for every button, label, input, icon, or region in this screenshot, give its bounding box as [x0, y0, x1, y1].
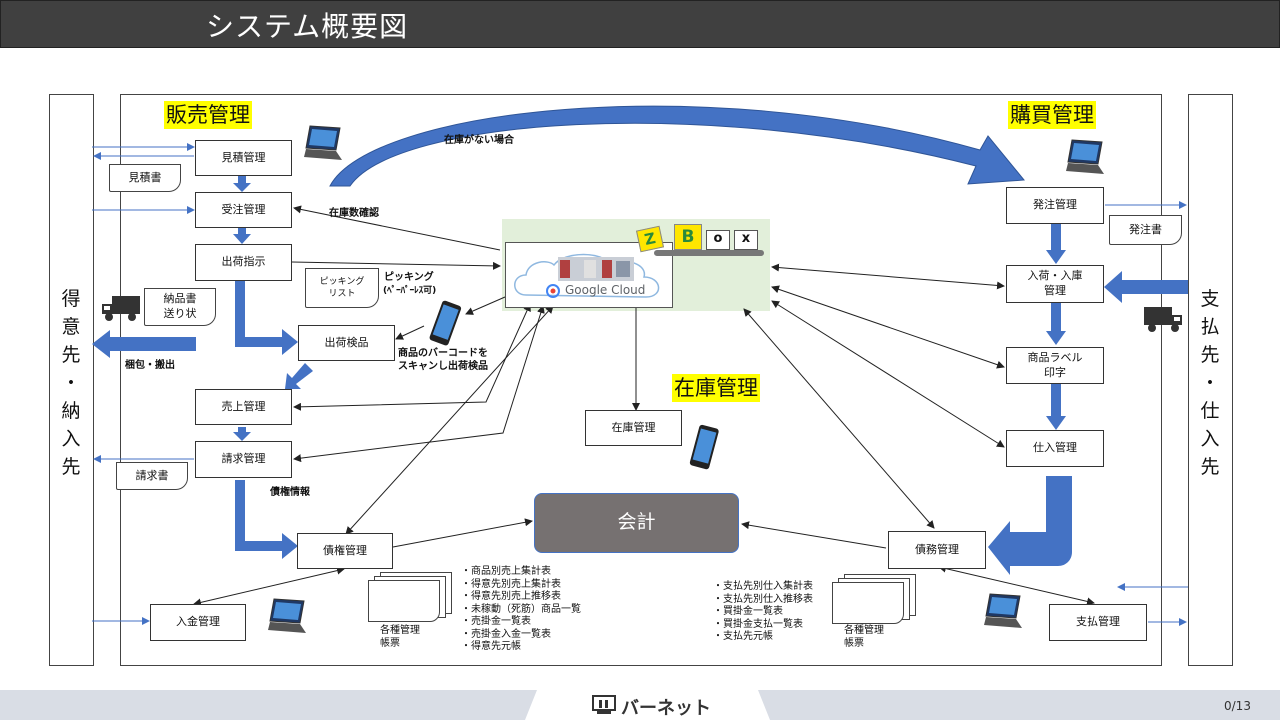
laptop-icon: [268, 598, 306, 633]
purchase-heading: 購買管理: [1008, 101, 1096, 129]
smartphone-icon: [689, 424, 719, 470]
no-stock-curve-arrow: [329, 105, 1025, 187]
reports-right-label: 各種管理 帳票: [844, 625, 884, 649]
payment-out-box[interactable]: 支払管理: [1049, 604, 1147, 641]
inventory-heading: 在庫管理: [672, 374, 760, 402]
truck-icon: [1144, 307, 1182, 332]
invoice-doc: 請求書: [116, 462, 188, 490]
quote-doc: 見積書: [109, 164, 181, 192]
billing-box[interactable]: 請求管理: [195, 441, 292, 478]
delivery-doc: 納品書 送り状: [144, 288, 216, 326]
page-title: システム概要図: [206, 10, 409, 43]
picking-label: ピッキング: [384, 272, 434, 283]
sales-heading: 販売管理: [164, 101, 252, 129]
report-stack-left: [368, 572, 452, 622]
stock-in-box[interactable]: 仕入管理: [1006, 430, 1104, 467]
zbox-conveyor: [654, 250, 764, 256]
order-box[interactable]: 受注管理: [195, 192, 292, 228]
estimate-box[interactable]: 見積管理: [195, 140, 292, 176]
zbox-letter-x: x: [734, 230, 758, 250]
cloud-panel: Google Cloud: [505, 242, 673, 308]
report-list-right: ・支払先別仕入集計表 ・支払先別仕入推移表 ・買掛金一覧表 ・買掛金支払一覧表 …: [713, 581, 813, 642]
inspection-box[interactable]: 出荷検品: [298, 325, 395, 361]
smartphone-icon: [429, 300, 462, 346]
supplier-column: [1188, 94, 1233, 666]
no-stock-label: 在庫がない場合: [444, 135, 514, 146]
laptop-icon: [984, 593, 1022, 628]
sales-box[interactable]: 売上管理: [195, 389, 292, 425]
receiving-box[interactable]: 入荷・入庫 管理: [1006, 265, 1104, 303]
company-logo-icon: [592, 695, 616, 714]
report-stack-right: [832, 574, 916, 624]
laptop-icon: [304, 125, 342, 160]
shipping-box[interactable]: 出荷指示: [195, 244, 292, 281]
report-list-left: ・商品別売上集計表 ・得意先別売上集計表 ・得意先別売上推移表 ・未稼動（死筋）…: [461, 566, 581, 652]
scan-label: 商品のバーコードを スキャンし出荷検品: [398, 348, 488, 372]
payable-box[interactable]: 債務管理: [888, 531, 986, 569]
footer-logo-area: バーネット: [525, 690, 770, 720]
warehouse-cloud-icon: [514, 253, 660, 298]
packing-label: 梱包・搬出: [125, 360, 175, 371]
accounting-box[interactable]: 会計: [534, 493, 739, 553]
company-name: バーネット: [621, 698, 711, 719]
zbox-letter-o: o: [706, 230, 730, 250]
system-frame: [120, 94, 1162, 666]
zbox-logo: Z B o x: [635, 224, 766, 258]
laptop-icon: [1066, 139, 1104, 174]
stock-check-label: 在庫数確認: [329, 208, 379, 219]
page-number: 0/13: [1224, 699, 1251, 713]
title-bar: システム概要図: [0, 0, 1280, 48]
picking-list-doc: ピッキング リスト: [305, 268, 379, 308]
po-box[interactable]: 発注管理: [1006, 187, 1104, 224]
zbox-letter-b: B: [674, 224, 702, 250]
customer-label: 得 意 先 ・ 納 入 先: [61, 288, 81, 478]
truck-icon: [102, 296, 140, 321]
paperless-label: (ﾍﾟｰﾊﾟｰﾚｽ可): [383, 286, 437, 296]
po-doc: 発注書: [1109, 215, 1182, 245]
reports-left-label: 各種管理 帳票: [380, 625, 420, 649]
google-cloud-label: Google Cloud: [565, 283, 646, 297]
credit-info-label: 債権情報: [270, 487, 310, 498]
zbox-letter-z: Z: [635, 225, 665, 253]
stock-box[interactable]: 在庫管理: [585, 410, 682, 446]
customer-column: [49, 94, 94, 666]
receivable-box[interactable]: 債権管理: [297, 533, 393, 569]
supplier-label: 支 払 先 ・ 仕 入 先: [1200, 288, 1220, 478]
payment-in-box[interactable]: 入金管理: [150, 604, 246, 641]
label-box[interactable]: 商品ラベル 印字: [1006, 347, 1104, 384]
